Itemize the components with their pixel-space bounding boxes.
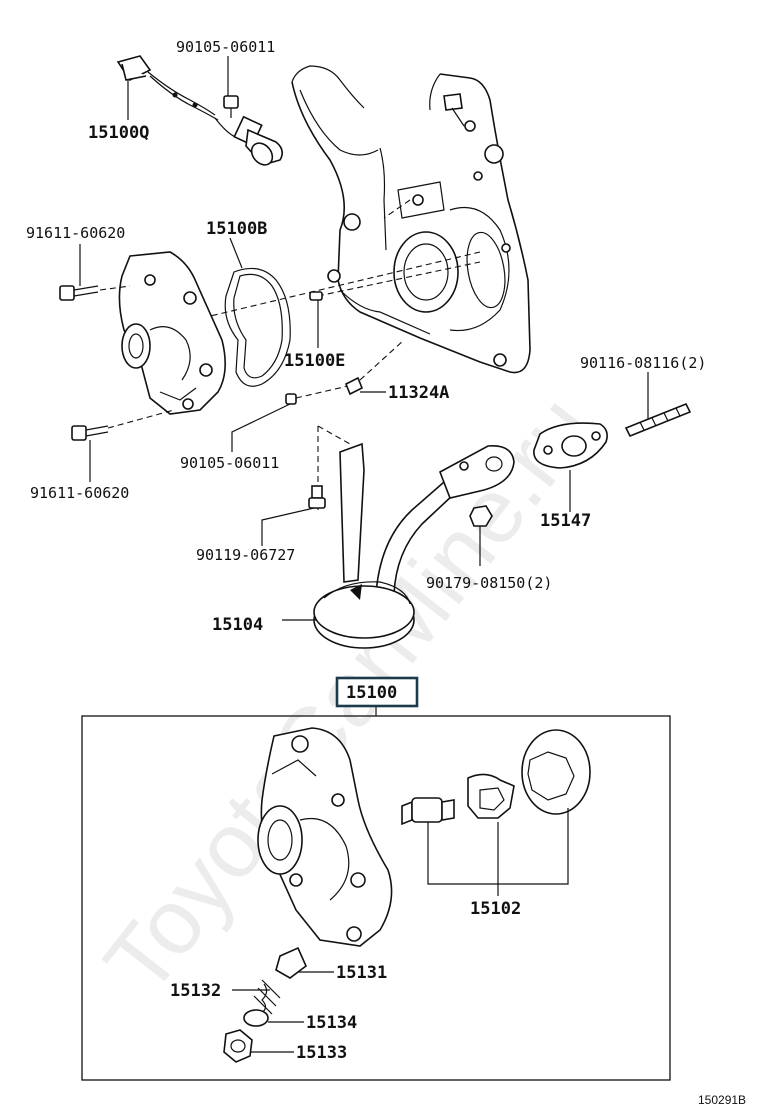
callout-15134: 15134 <box>306 1013 357 1033</box>
callout-90105-06011-mid: 90105-06011 <box>180 454 279 472</box>
part-11324a <box>344 376 364 396</box>
stud-90116 <box>624 402 692 438</box>
gasket-15147 <box>533 422 608 469</box>
assembly-15100-label-box <box>335 676 419 708</box>
guide-line <box>107 409 175 429</box>
guide-line <box>99 285 131 291</box>
callout-15132: 15132 <box>170 981 221 1001</box>
callout-11324a: 11324A <box>388 383 449 403</box>
guide-line <box>317 425 351 445</box>
pump-body-drawing <box>257 727 393 947</box>
leader-lines <box>79 56 649 716</box>
callout-15100q: 15100Q <box>88 123 149 143</box>
bolt-91611-top <box>59 285 99 301</box>
guide-line <box>317 261 481 297</box>
callout-15147: 15147 <box>540 511 591 531</box>
callout-15102: 15102 <box>470 899 521 919</box>
gasket-15100b <box>224 267 291 387</box>
relief-valve-parts <box>223 946 307 1063</box>
callout-15104: 15104 <box>212 615 263 635</box>
guide-line <box>359 339 405 381</box>
callout-15100e: 15100E <box>284 351 345 371</box>
timing-cover-drawing <box>291 65 531 374</box>
callout-91611-60620-bottom: 91611-60620 <box>30 484 129 502</box>
callout-15100b: 15100B <box>206 219 267 239</box>
oil-strainer-15104 <box>313 442 515 649</box>
callout-15133: 15133 <box>296 1043 347 1063</box>
assembly-label-15100: 15100 <box>346 683 397 703</box>
callout-90119-06727: 90119-06727 <box>196 546 295 564</box>
leader-lines-box <box>232 808 569 1053</box>
callout-90116-08116: 90116-08116(2) <box>580 354 706 372</box>
pin-15100e <box>309 291 323 301</box>
bolt-91611-bottom <box>71 425 109 441</box>
rotor-set-15102 <box>401 729 591 826</box>
callout-90179-08150: 90179-08150(2) <box>426 574 552 592</box>
callout-15131: 15131 <box>336 963 387 983</box>
guide-line <box>383 199 411 219</box>
bolt-90105-mid <box>285 393 297 405</box>
oil-pump-drawing <box>118 251 226 415</box>
figure-code: 150291B <box>698 1093 746 1107</box>
nut-90179 <box>469 505 493 527</box>
callout-91611-60620-top: 91611-60620 <box>26 224 125 242</box>
assembly-15100-frame <box>81 715 671 1081</box>
guide-line <box>295 385 349 399</box>
callout-90105-06011-top: 90105-06011 <box>176 38 275 56</box>
cam-sensor-drawing <box>116 55 284 166</box>
bolt-90119 <box>308 485 326 509</box>
guide-line <box>201 251 481 319</box>
